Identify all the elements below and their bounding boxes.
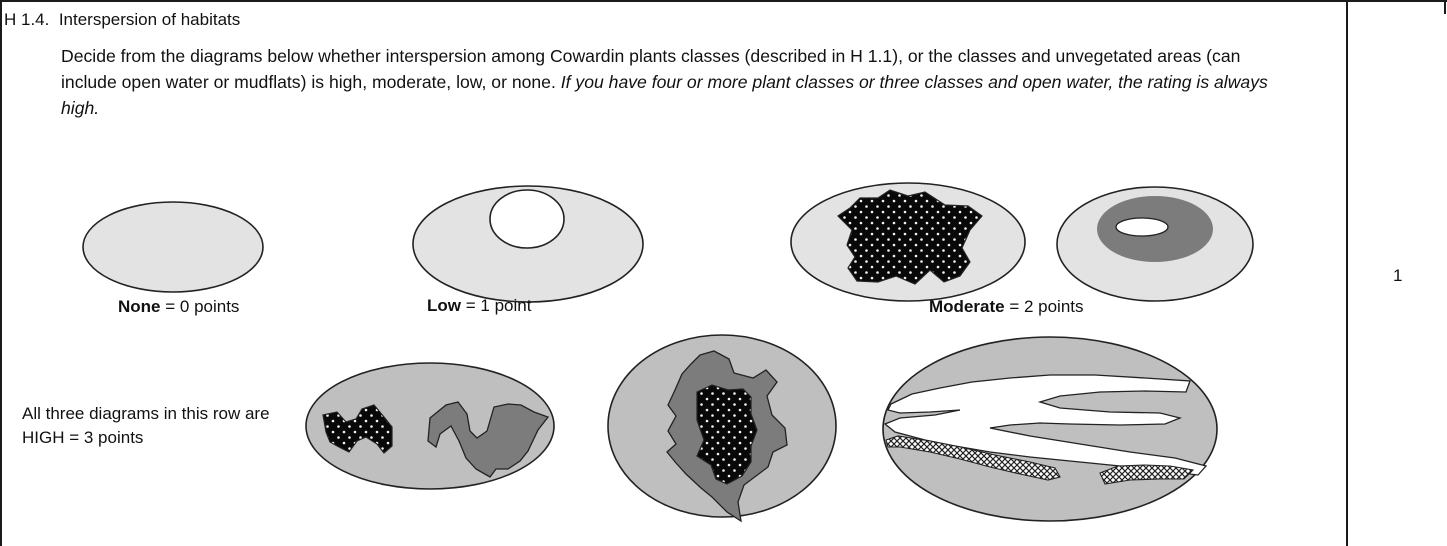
label-moderate: Moderate = 2 points: [929, 296, 1084, 318]
diagram-moderate-patch: [791, 183, 1025, 301]
diagram-high-1: [306, 363, 554, 489]
label-low: Low = 1 point: [427, 295, 531, 317]
label-none: None = 0 points: [118, 296, 239, 318]
diagram-none: [83, 202, 263, 292]
diagram-moderate-ring: [1057, 187, 1253, 301]
diagram-low: [413, 186, 643, 302]
diagram-high-3: [883, 337, 1217, 521]
diagram-high-2: [608, 335, 836, 521]
score-value: 1: [1393, 264, 1402, 288]
label-high: All three diagrams in this row are HIGH …: [22, 402, 282, 450]
